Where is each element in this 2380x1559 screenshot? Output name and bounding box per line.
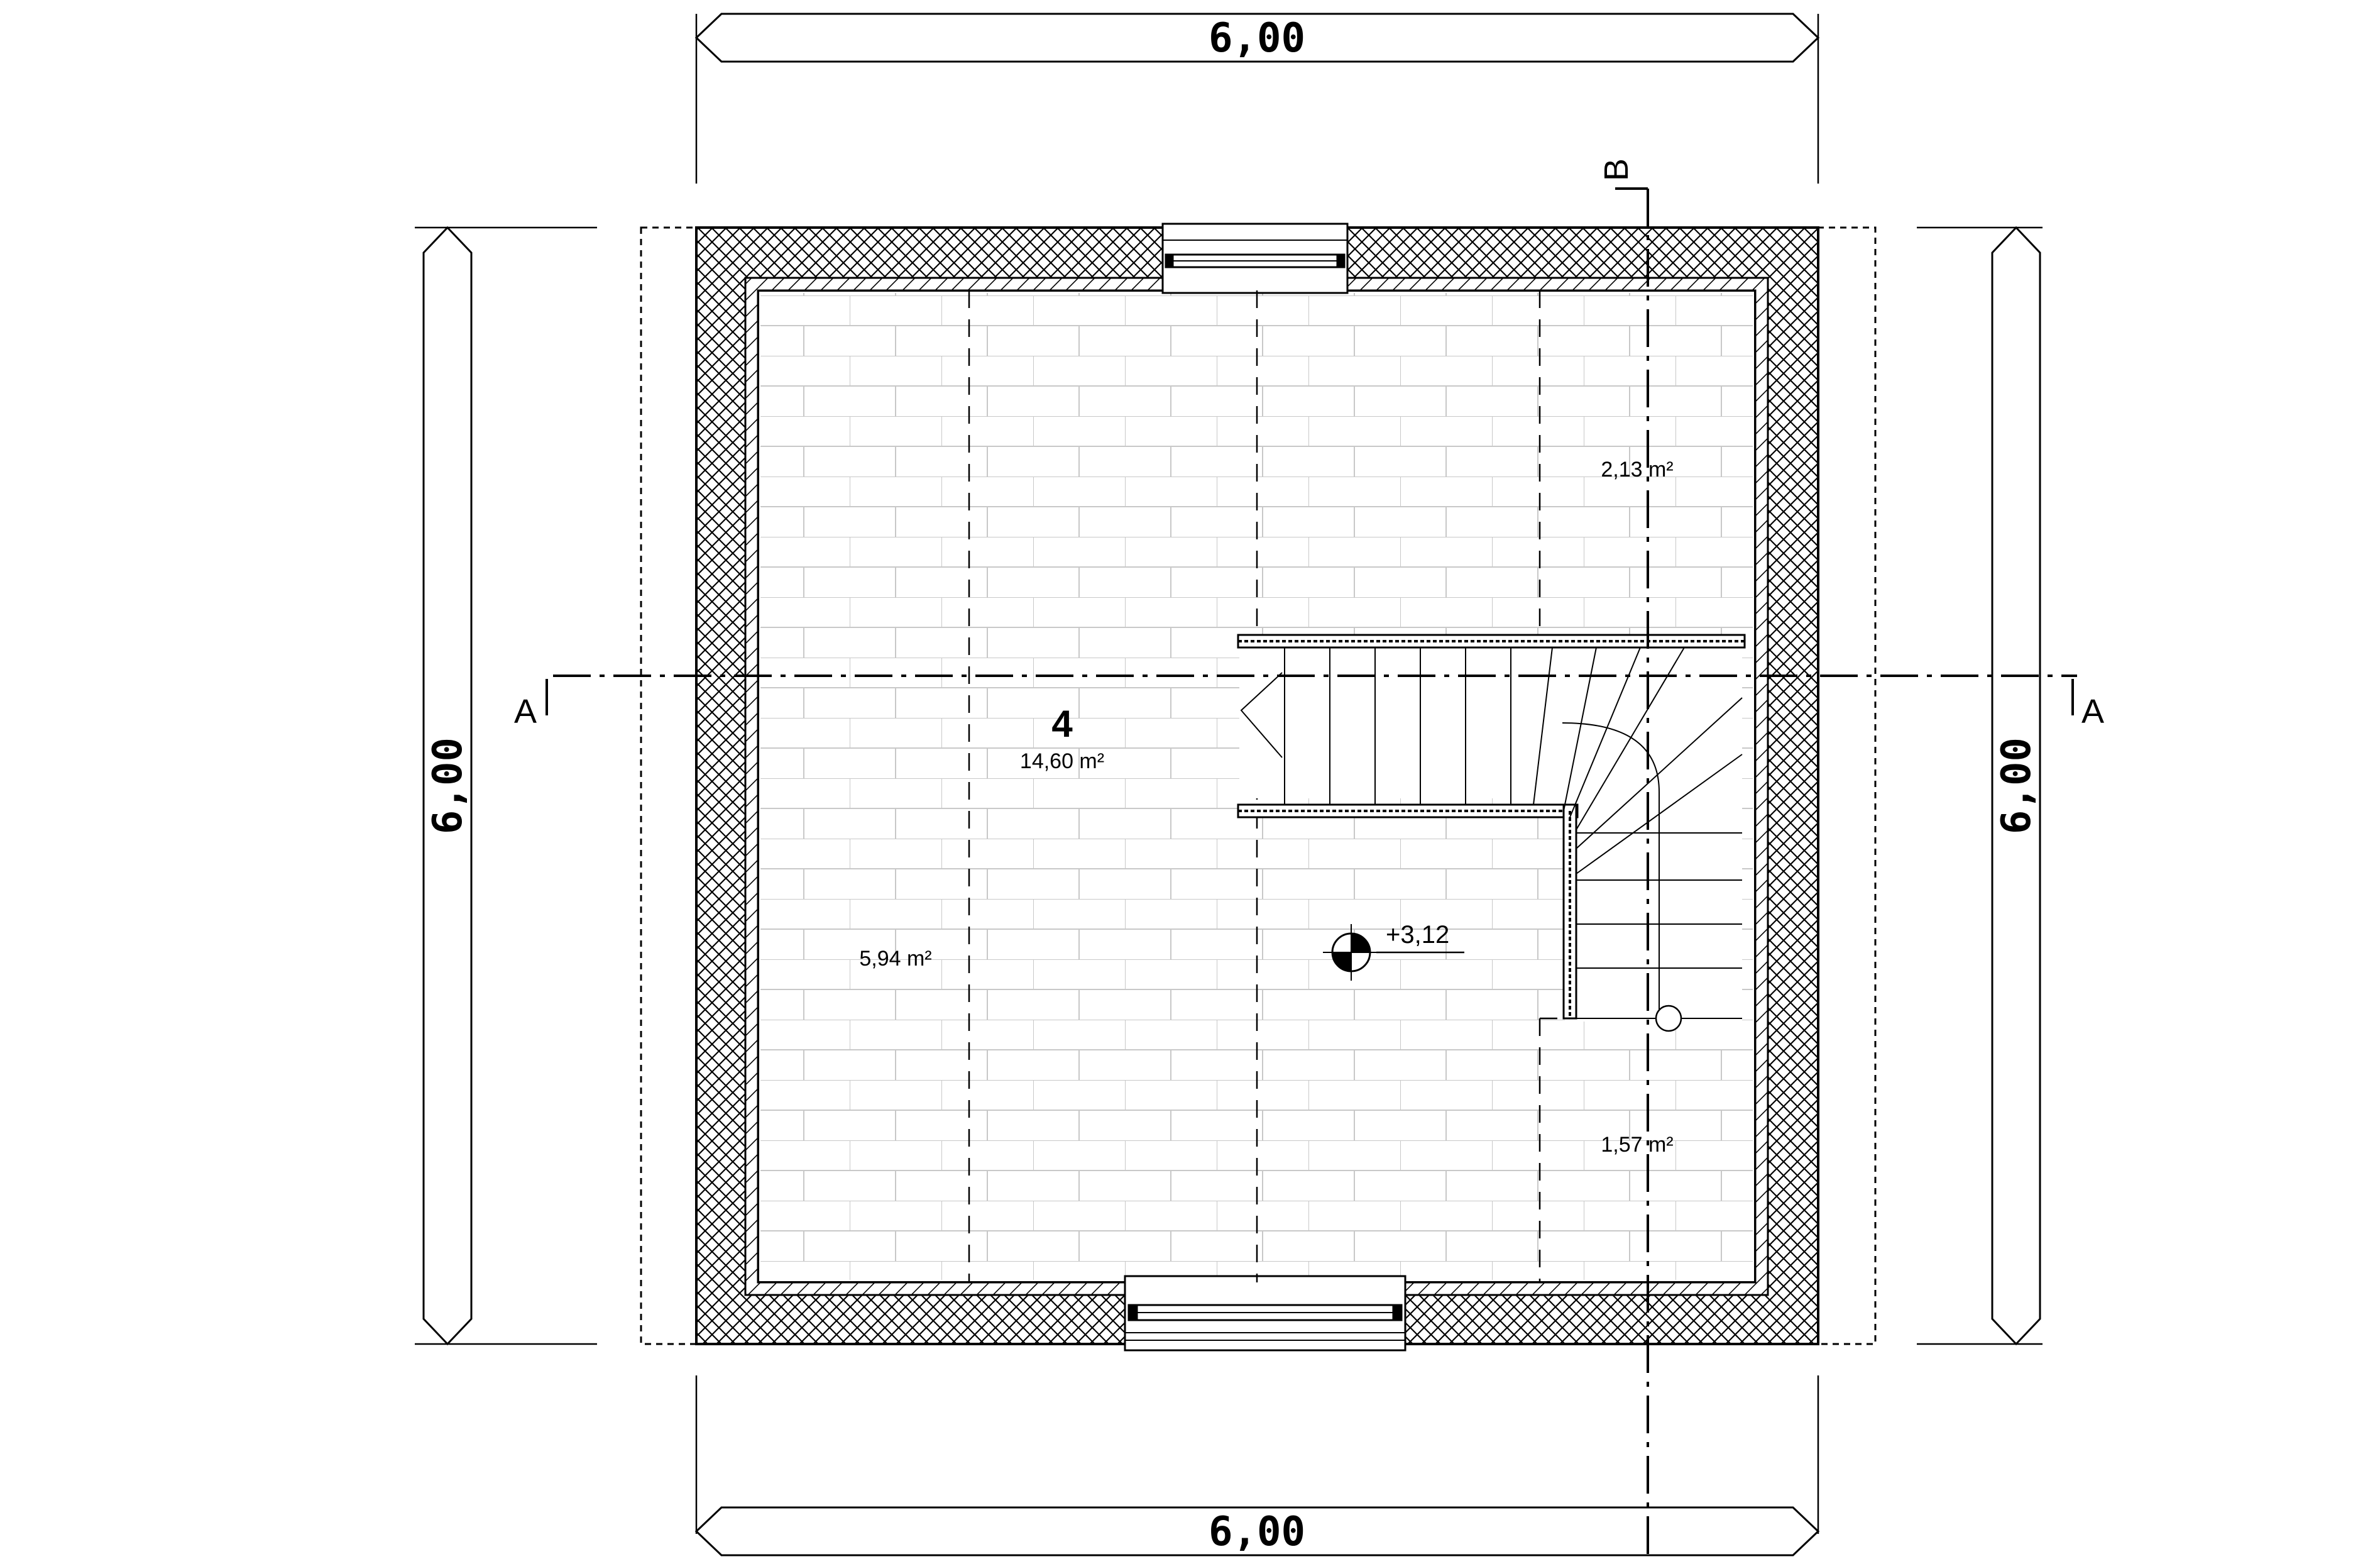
dim-top-label: 6,00 [1209, 15, 1305, 62]
dimension-lines [415, 13, 2043, 1556]
level-value: +3,12 [1386, 921, 1449, 949]
area-lower-left: 5,94 m² [859, 947, 931, 971]
room-number: 4 [1051, 703, 1073, 745]
window-bottom [1124, 1275, 1407, 1352]
level-marker [1323, 924, 1464, 981]
area-lower-right: 1,57 m² [1601, 1133, 1673, 1157]
section-a-left-label: A [514, 693, 537, 730]
section-b-label: B [1598, 158, 1635, 181]
exterior-walls [695, 226, 1819, 1345]
area-upper-right: 2,13 m² [1601, 458, 1673, 482]
dim-bottom-label: 6,00 [1209, 1509, 1305, 1555]
section-a-right-label: A [2081, 693, 2104, 730]
staircase [1237, 634, 1746, 1032]
dim-left-label: 6,00 [425, 737, 471, 834]
section-markers [546, 187, 2074, 715]
window-top [1161, 223, 1349, 294]
room-area: 14,60 m² [1020, 749, 1104, 773]
dim-right-label: 6,00 [1993, 737, 2040, 834]
